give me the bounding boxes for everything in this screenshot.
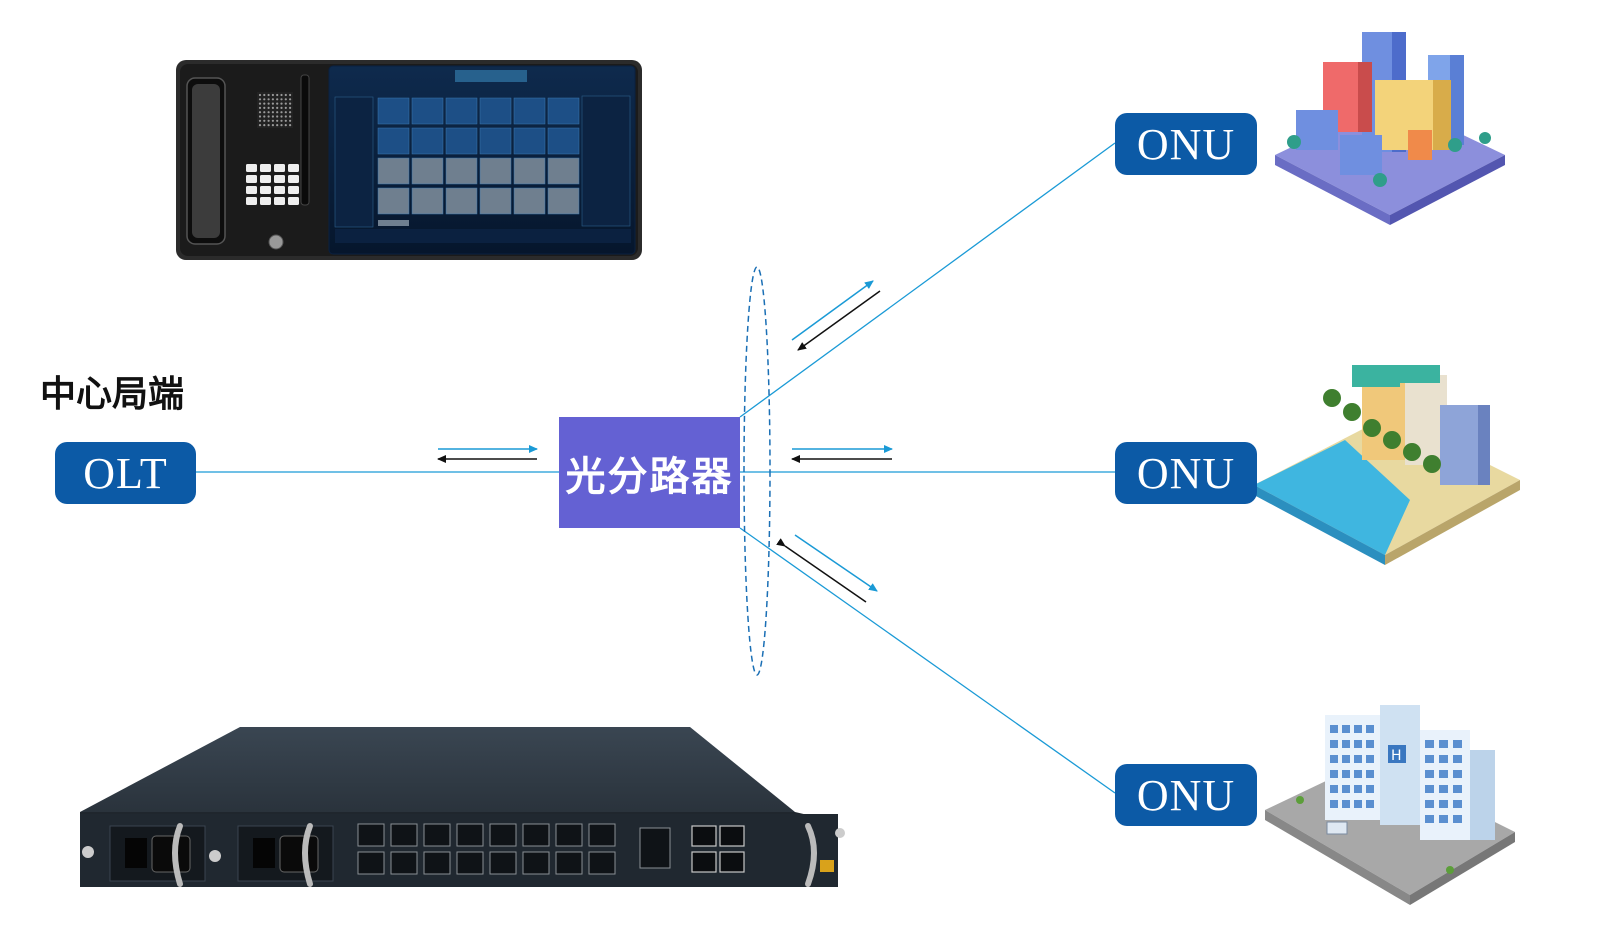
- city-buildings-image: [1275, 32, 1505, 225]
- downstream-arrow: [794, 534, 878, 592]
- svg-text:H: H: [1391, 748, 1402, 764]
- onu-2-arrows: [791, 445, 893, 463]
- beach-resort-image: [1254, 365, 1520, 565]
- olt-arrows: [437, 445, 538, 463]
- olt-node: OLT: [55, 442, 196, 504]
- fiber-lines: [196, 142, 1116, 794]
- onu-3-fiber-line: [739, 527, 1116, 794]
- downstream-arrow: [791, 280, 874, 341]
- dispatch-console-image: [176, 60, 642, 260]
- onu-node-2: ONU: [1115, 442, 1257, 504]
- optical-splitter-node: 光分路器: [559, 417, 740, 528]
- upstream-arrow: [776, 538, 867, 603]
- splitter-boundary-ellipse: [743, 266, 771, 676]
- central-office-heading: 中心局端: [40, 373, 185, 415]
- onu-1-fiber-line: [739, 142, 1116, 418]
- olt-rack-image: [80, 727, 845, 887]
- upstream-arrow: [797, 290, 881, 351]
- hospital-image: H: [1265, 705, 1515, 905]
- onu-node-3: ONU: [1115, 764, 1257, 826]
- onu-1-arrows: [791, 280, 881, 351]
- onu-node-1: ONU: [1115, 113, 1257, 175]
- onu-3-arrows: [776, 534, 878, 603]
